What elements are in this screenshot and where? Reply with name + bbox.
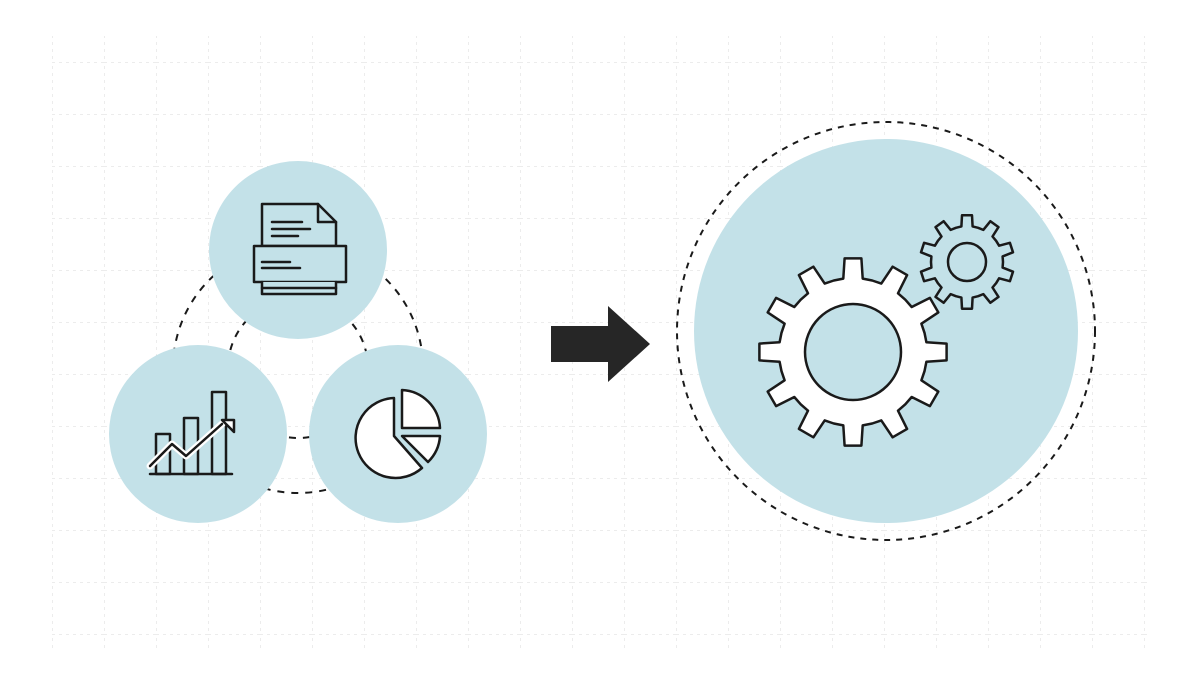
target-group bbox=[676, 121, 1096, 541]
source-group bbox=[109, 161, 487, 523]
document-circle bbox=[209, 161, 387, 339]
small-gear-hole bbox=[946, 241, 988, 283]
right-arrow-icon bbox=[551, 306, 650, 382]
large-gear-hole bbox=[803, 302, 903, 402]
pie-chart-circle bbox=[309, 345, 487, 523]
pie-chart-icon bbox=[354, 388, 442, 480]
document-printer-icon bbox=[252, 202, 348, 296]
target-dashed-ring bbox=[676, 121, 1096, 541]
bar-chart-trend-icon bbox=[146, 390, 236, 476]
gears-icon bbox=[758, 214, 1015, 447]
bar-chart-circle bbox=[109, 345, 287, 523]
